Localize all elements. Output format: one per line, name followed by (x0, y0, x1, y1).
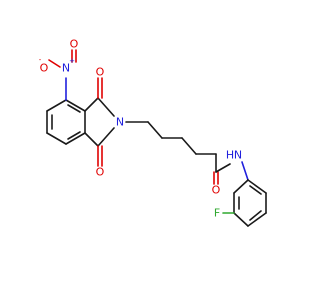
amide-hydrogen-label: H (226, 149, 234, 162)
nitro-nitrogen-charge: + (69, 57, 75, 65)
nitro-oxygen-label: O (70, 38, 79, 51)
nitro-oxygen-charge: - (39, 56, 42, 64)
molecule-structure: O - N + O O N O O H N F (39, 38, 267, 227)
atom-labels: O - N + O O N O O H N F (39, 38, 242, 220)
bond (65, 132, 86, 145)
nitro-nitrogen-label: N (62, 62, 70, 75)
bond-double-inner (249, 185, 262, 195)
imide-oxygen-bottom-label: O (96, 166, 105, 179)
alkyl-chain (125, 121, 231, 185)
bond (233, 212, 249, 227)
phthalimide-benzene-ring (46, 99, 86, 145)
bond (233, 179, 249, 194)
bond (181, 137, 197, 155)
bond (215, 163, 231, 173)
bond (97, 127, 115, 147)
bond (65, 99, 86, 112)
bond (241, 161, 249, 181)
amide-oxygen-label: O (212, 184, 221, 197)
fluorine-label: F (214, 207, 220, 220)
bond (48, 59, 61, 68)
nitro-oxygen-minus-label: O (40, 62, 49, 75)
bond (84, 132, 99, 147)
bond-double-inner (67, 131, 81, 140)
nitro-group (48, 49, 77, 101)
imide-oxygen-top-label: O (96, 66, 105, 79)
bond (247, 179, 267, 194)
imide-nitrogen-label: N (116, 116, 124, 129)
bond (247, 212, 267, 227)
bond (46, 99, 67, 112)
bond-double-inner (249, 210, 262, 221)
bond (84, 97, 99, 112)
bond (97, 97, 115, 117)
imide-ring (84, 77, 115, 167)
bond (46, 132, 67, 145)
bond (147, 121, 163, 139)
bond-double-inner (67, 104, 81, 113)
amide-nitrogen-label: N (234, 149, 242, 162)
fluorophenyl-ring (222, 161, 267, 227)
